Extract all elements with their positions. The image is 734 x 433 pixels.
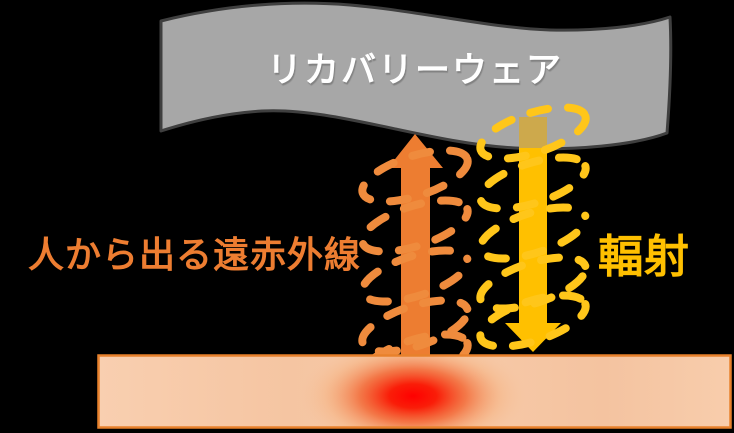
infrared-coil-ring [358,296,472,356]
banner-title: リカバリーウェア [266,51,563,90]
radiation-coil-ring [476,153,590,213]
heat-spot [295,356,531,427]
radiation-coil-ring [476,103,590,163]
radiation-arrow-through-fabric [519,117,547,150]
radiation-label: 輻射 [598,231,691,282]
infrared-coil-ring [358,246,472,306]
radiation-coil-ring [476,203,590,263]
skin-surface-border [97,354,732,429]
infrared-coil-ring [358,196,472,256]
radiation-coil [476,103,590,351]
infrared-label: 人から出る遠赤外線 [28,234,362,275]
radiation-coil-ring [476,291,590,351]
infrared-coil-ring [358,146,472,206]
